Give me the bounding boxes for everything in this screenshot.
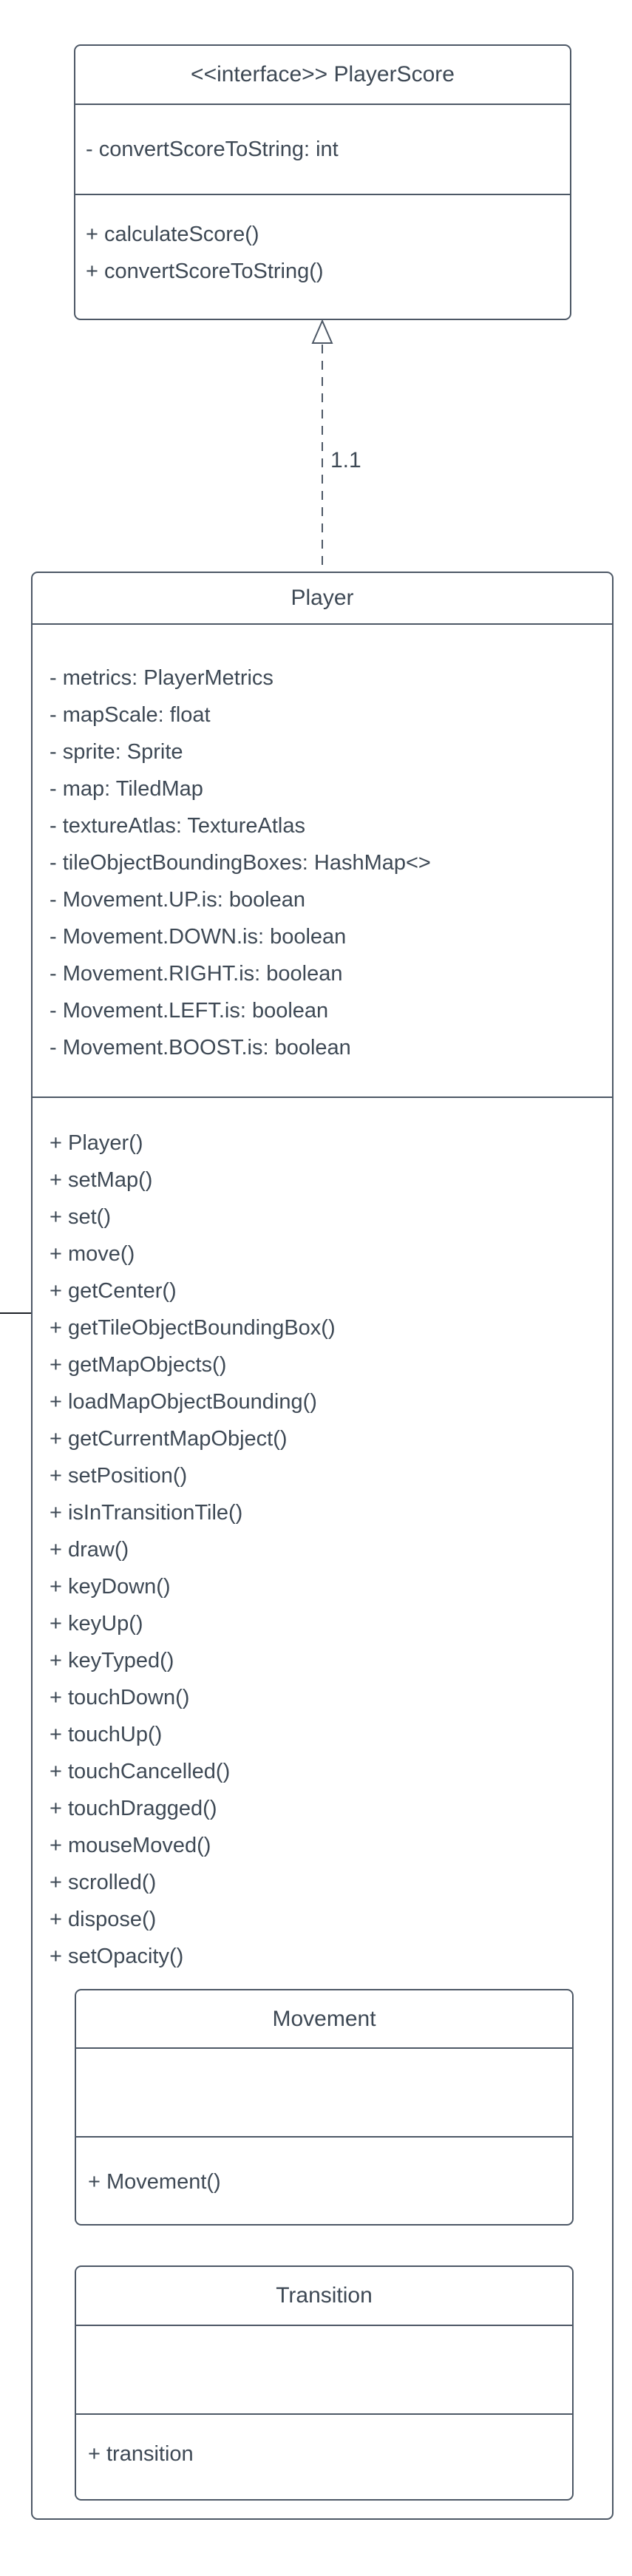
movement-title: Movement [76,1990,572,2049]
edge-multiplicity-label: 1.1 [330,448,361,472]
attribute-line: - tileObjectBoundingBoxes: HashMap<> [50,851,431,875]
player-title: Player [33,573,612,625]
playerscore-title: <<interface>> PlayerScore [75,46,570,105]
method-line: + convertScoreToString() [86,260,324,283]
transition-attributes-empty [76,2326,572,2415]
method-line: + isInTransitionTile() [50,1501,243,1525]
left-connector-stub[interactable] [0,1312,32,1314]
method-line: + setOpacity() [50,1945,184,1968]
movement-methods: + Movement() [76,2138,572,2224]
method-line: + draw() [50,1538,129,1562]
transition-title: Transition [76,2267,572,2326]
method-line: + getTileObjectBoundingBox() [50,1316,336,1340]
class-box-transition[interactable]: Transition + transition [75,2265,574,2501]
attribute-line: - textureAtlas: TextureAtlas [50,814,306,838]
method-line: + mouseMoved() [50,1834,211,1857]
class-box-movement[interactable]: Movement + Movement() [75,1989,574,2226]
attribute-line: - metrics: PlayerMetrics [50,666,273,690]
method-line: + keyTyped() [50,1649,174,1672]
method-line: + keyUp() [50,1612,143,1636]
method-line: + touchUp() [50,1723,163,1746]
attribute-line: - map: TiledMap [50,777,203,801]
player-attributes: - metrics: PlayerMetrics - mapScale: floa… [33,625,612,1098]
playerscore-attributes: - convertScoreToString: int [75,105,570,195]
playerscore-methods: + calculateScore() + convertScoreToString… [75,195,570,320]
attribute-line: - Movement.LEFT.is: boolean [50,999,329,1023]
method-line: + Movement() [88,2170,221,2194]
hollow-triangle-arrowhead [311,319,333,344]
method-line: + transition [88,2442,194,2466]
method-line: + getMapObjects() [50,1353,227,1377]
method-line: + scrolled() [50,1871,157,1894]
method-line: + touchDown() [50,1686,190,1709]
player-methods: + Player() + setMap() + set() + move() + get… [33,1098,612,2521]
method-line: + dispose() [50,1908,157,1931]
realization-edge[interactable] [303,319,342,572]
attribute-line: - Movement.DOWN.is: boolean [50,925,347,949]
method-line: + keyDown() [50,1575,171,1599]
method-line: + setMap() [50,1168,153,1192]
method-line: + calculateScore() [86,223,259,246]
attribute-line: - convertScoreToString: int [86,138,339,161]
attribute-line: - sprite: Sprite [50,740,183,764]
method-line: + setPosition() [50,1464,188,1488]
transition-methods: + transition [76,2415,572,2499]
method-line: + getCurrentMapObject() [50,1427,288,1451]
method-line: + set() [50,1205,111,1229]
class-box-playerscore-interface[interactable]: <<interface>> PlayerScore - convertScore… [74,44,571,320]
method-line: + touchCancelled() [50,1760,231,1783]
method-line: + touchDragged() [50,1797,217,1820]
attribute-line: - mapScale: float [50,703,211,727]
movement-attributes-empty [76,2049,572,2138]
attribute-line: - Movement.RIGHT.is: boolean [50,962,343,986]
method-line: + getCenter() [50,1279,177,1303]
method-line: + loadMapObjectBounding() [50,1390,317,1414]
class-box-player[interactable]: Player - metrics: PlayerMetrics - mapScal… [31,572,614,2520]
method-line: + Player() [50,1131,143,1155]
attribute-line: - Movement.BOOST.is: boolean [50,1036,351,1060]
attribute-line: - Movement.UP.is: boolean [50,888,306,912]
method-line: + move() [50,1242,135,1266]
